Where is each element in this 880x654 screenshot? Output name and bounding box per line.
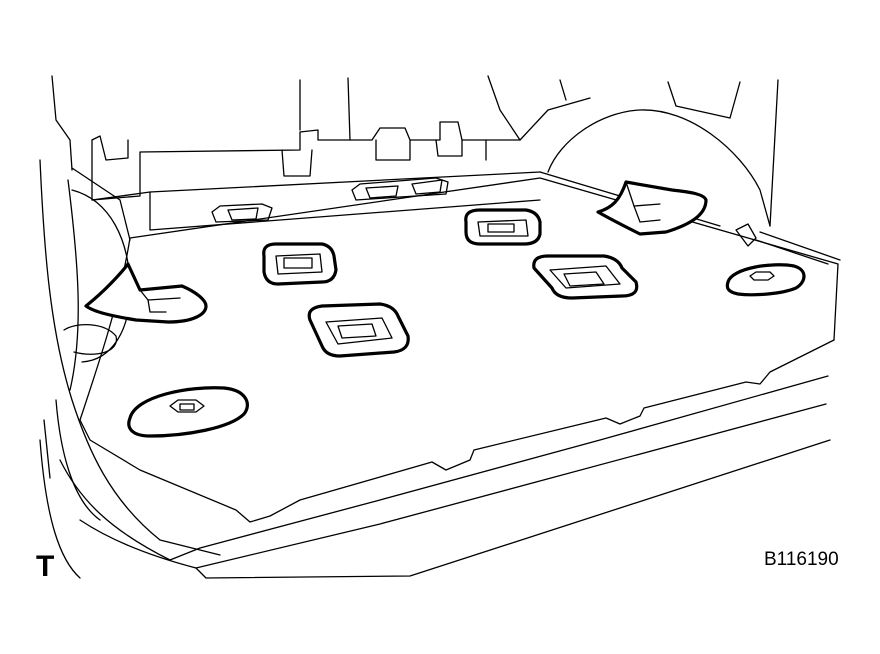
figure-code: B116190 [764, 549, 839, 570]
left-side-trim [39, 159, 221, 579]
floor-flap-right [596, 180, 708, 236]
floor-hook-1 [262, 242, 338, 286]
tie-down-cover-right [725, 263, 806, 297]
deck-board [43, 177, 839, 579]
rear-floor-clips [211, 177, 449, 223]
right-side-trim [539, 79, 841, 265]
rear-seat-back [51, 75, 741, 231]
tie-down-cover-left [127, 386, 249, 438]
floor-flap-left [84, 262, 208, 324]
floor-hook-4 [532, 254, 639, 300]
view-direction-marker: T [36, 550, 55, 583]
floor-hook-2 [464, 208, 542, 246]
floor-hook-3 [307, 302, 410, 358]
